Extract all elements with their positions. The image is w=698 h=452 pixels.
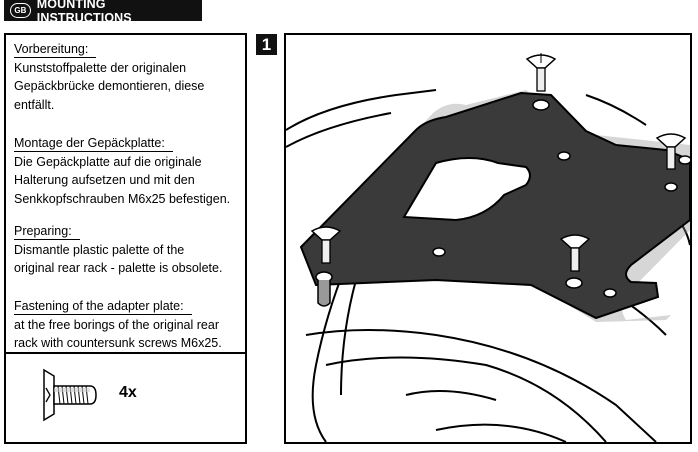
step-number-badge: 1 <box>256 34 277 55</box>
section-body: Kunststoffpalette der originalen Gepäckb… <box>14 60 205 112</box>
section-body: at the free borings of the original rear… <box>14 317 222 351</box>
screw-icon <box>559 234 591 272</box>
countersunk-screw-icon <box>43 368 97 422</box>
section-title: Preparing: <box>14 223 80 240</box>
section-body: Die Gepäckplatte auf die originale Halte… <box>14 154 231 206</box>
section-title: Montage der Gepäckplatte: <box>14 135 173 152</box>
instructions-panel: Vorbereitung: Kunststoffpalette der orig… <box>4 33 247 444</box>
plate-cutout <box>402 157 531 222</box>
page-title: MOUNTING INSTRUCTIONS <box>36 0 132 25</box>
section-preparation-de: Vorbereitung: Kunststoffpalette der orig… <box>14 40 204 114</box>
rack-plate-drawing <box>286 53 690 442</box>
section-mounting-de: Montage der Gepäckplatte: Die Gepäckplat… <box>14 134 230 208</box>
instructions-text-area: Vorbereitung: Kunststoffpalette der orig… <box>6 35 245 354</box>
mounting-illustration <box>284 33 692 444</box>
screw-quantity: 4x <box>119 384 137 401</box>
screw-icon <box>525 53 557 92</box>
section-title: Vorbereitung: <box>14 41 97 58</box>
adapter-plate <box>299 91 690 320</box>
parts-list: 4x <box>6 354 245 442</box>
screw-icon <box>655 133 687 170</box>
section-title: Fastening of the adapter plate: <box>14 298 192 315</box>
screw-icon <box>310 226 342 264</box>
section-preparing-en: Preparing: Dismantle plastic palette of … <box>14 222 222 278</box>
section-body: Dismantle plastic palette of the origina… <box>14 242 223 276</box>
standoff <box>317 280 331 307</box>
section-fastening-en: Fastening of the adapter plate: at the f… <box>14 297 222 353</box>
language-badge: GB <box>10 3 31 18</box>
header-bar: GB MOUNTING INSTRUCTIONS <box>4 0 202 25</box>
